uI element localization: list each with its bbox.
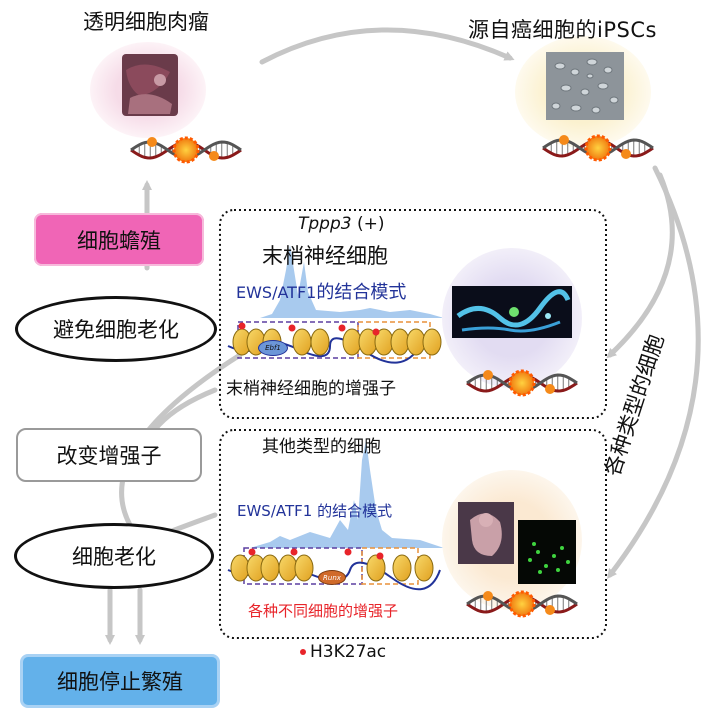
binding-prefix: EWS/ATF1: [236, 283, 317, 302]
nucleosome-top: [342, 328, 362, 356]
nucleosome-top: [390, 328, 410, 356]
ipsc-image-group: [515, 36, 651, 148]
tumor-title: 透明细胞肉瘤: [83, 10, 209, 34]
factor-ebf1-label: Ebf1: [265, 344, 281, 352]
dna-helix-embryo: [466, 590, 578, 618]
arrow-top: [259, 27, 515, 65]
senescence-ellipse: 细胞老化: [14, 523, 214, 589]
change-enhancer-box: 改变增强子: [16, 428, 202, 482]
small-burst-icon: [545, 384, 555, 394]
panel-bottom-border: [219, 429, 607, 639]
various-enhancer-label: 各种不同细胞的增强子: [248, 602, 399, 620]
binding-pattern-bottom: EWS/ATF1 的结合模式: [237, 502, 393, 520]
small-burst-icon: [147, 137, 157, 147]
h3k27ac-mark-top: [238, 322, 246, 330]
factor-ebf1: Ebf1: [258, 340, 288, 356]
factor-runx-label: Runx: [323, 573, 341, 582]
tumor-image-group: [90, 42, 206, 138]
proliferation-box: 细胞蟾殖: [34, 213, 204, 266]
nucleosome-bottom: [230, 554, 250, 582]
binding-peaks-bottom: [232, 440, 444, 548]
neuron-enhancer-label: 末梢神经细胞的增强子: [226, 379, 396, 399]
binding-peaks-top: [232, 245, 444, 318]
nucleosome-bottom: [366, 554, 386, 582]
factor-runx: Runx: [318, 570, 346, 585]
small-burst-icon: [545, 605, 555, 615]
h3k27ac-mark-bottom: [248, 548, 256, 556]
h3k27ac-mark-top: [288, 324, 296, 332]
proliferation-label: 细胞蟾殖: [77, 228, 161, 253]
h3k27ac-mark-top: [372, 328, 380, 336]
arrow-right-outer: [606, 165, 701, 579]
dna-helix-tumor: [130, 136, 242, 164]
small-burst-icon: [621, 149, 631, 159]
small-burst-icon: [483, 370, 493, 380]
gene-name: Tppp3: [298, 214, 352, 234]
h3k27ac-mark-bottom: [344, 548, 352, 556]
small-burst-icon: [559, 135, 569, 145]
dna-helix-neural: [466, 369, 578, 397]
avoid-senescence-ellipse: 避免细胞老化: [15, 296, 217, 362]
neural-image-group: [442, 248, 582, 388]
h3k27ac-mark-bottom: [376, 552, 384, 560]
dna-helix-ipsc: [542, 134, 654, 162]
h3k27ac-mark-bottom: [290, 548, 298, 556]
nucleosome-top: [406, 328, 426, 356]
nucleosome-bottom: [414, 554, 434, 582]
green-micrograph: [518, 520, 576, 584]
h3k27ac-legend-dot: [300, 649, 306, 655]
nucleosome-bottom: [294, 554, 314, 582]
mutation-burst-icon: [172, 136, 200, 164]
gene-label: Tppp3 (+): [298, 214, 385, 234]
senescence-label: 细胞老化: [72, 545, 156, 569]
h3k27ac-legend: H3K27ac: [310, 642, 387, 662]
avoid-senescence-label: 避免细胞老化: [53, 318, 179, 342]
stop-proliferation-label: 细胞停止繁殖: [57, 670, 183, 694]
small-burst-icon: [209, 151, 219, 161]
peripheral-neuron-title: 末梢神经细胞: [262, 244, 388, 268]
panel-top-border: [219, 209, 607, 419]
nucleosome-top: [292, 328, 312, 356]
gene-suffix: (+): [351, 214, 385, 234]
stop-proliferation-box: 细胞停止繁殖: [20, 654, 220, 708]
nucleosome-top: [310, 328, 330, 356]
embryo-image-group: [442, 470, 582, 610]
h3k27ac-mark-top: [338, 324, 346, 332]
nucleosome-top: [422, 328, 442, 356]
mutation-burst-icon: [508, 369, 536, 397]
nucleosome-bottom: [392, 554, 412, 582]
change-enhancer-label: 改变增强子: [56, 444, 162, 468]
other-cells-title: 其他类型的细胞: [262, 437, 381, 457]
nucleosome-bottom: [260, 554, 280, 582]
small-burst-icon: [483, 591, 493, 601]
binding-suffix: 的结合模式: [316, 282, 407, 303]
mutation-burst-icon: [584, 134, 612, 162]
nucleosome-bottom: [278, 554, 298, 582]
binding-pattern-top: EWS/ATF1的结合模式: [236, 278, 406, 304]
ipsc-title: 源自癌细胞的iPSCs: [468, 18, 657, 42]
mutation-burst-icon: [508, 590, 536, 618]
